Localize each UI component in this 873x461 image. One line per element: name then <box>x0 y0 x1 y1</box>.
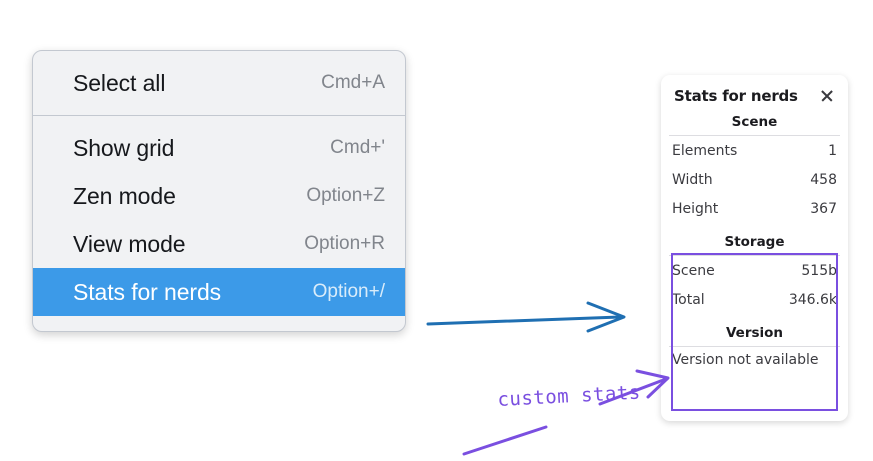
menu-item-shortcut: Option+/ <box>312 281 385 302</box>
section-heading-storage: Storage <box>724 234 785 250</box>
stat-key: Width <box>672 171 713 188</box>
menu-item-label: Select all <box>73 69 166 96</box>
menu-item-shortcut: Cmd+' <box>330 137 385 158</box>
section-divider <box>669 135 840 136</box>
stat-key: Scene <box>672 262 715 279</box>
menu-item-show-grid[interactable]: Show grid Cmd+' <box>33 124 405 172</box>
stat-value: 515b <box>801 262 837 279</box>
menu-item-label: Stats for nerds <box>73 278 222 305</box>
menu-item-label: View mode <box>73 230 186 257</box>
menu-item-view-mode[interactable]: View mode Option+R <box>33 220 405 268</box>
menu-top-padding <box>33 51 405 59</box>
menu-item-select-all[interactable]: Select all Cmd+A <box>33 59 405 107</box>
menu-separator <box>33 115 405 116</box>
stat-row-storage-scene: Scene 515b <box>661 256 848 285</box>
menu-item-shortcut: Option+Z <box>306 185 385 206</box>
stats-panel-title: Stats for nerds <box>674 87 798 105</box>
stat-row-storage-total: Total 346.6k <box>661 285 848 314</box>
annotation-label-custom-stats: custom stats <box>497 381 642 411</box>
menu-item-shortcut: Cmd+A <box>321 72 385 93</box>
menu-item-shortcut: Option+R <box>304 233 385 254</box>
purple-underline-stroke <box>462 425 548 456</box>
menu-group-padding-2 <box>33 116 405 124</box>
context-menu: Select all Cmd+A Show grid Cmd+' Zen mod… <box>32 50 406 332</box>
menu-group-padding <box>33 107 405 115</box>
stat-row-elements: Elements 1 <box>661 136 848 165</box>
section-heading-scene: Scene <box>731 114 778 130</box>
stats-panel-header: Stats for nerds <box>661 75 848 105</box>
menu-bottom-padding <box>33 316 405 331</box>
close-icon[interactable] <box>818 87 836 105</box>
stat-value: 367 <box>810 200 837 217</box>
stat-key: Height <box>672 200 719 217</box>
menu-item-stats-for-nerds[interactable]: Stats for nerds Option+/ <box>33 268 405 316</box>
section-divider <box>669 255 840 256</box>
stat-key: Elements <box>672 142 738 159</box>
stat-key: Total <box>672 291 705 308</box>
blue-arrow <box>426 301 626 333</box>
menu-item-label: Zen mode <box>73 182 176 209</box>
menu-item-zen-mode[interactable]: Zen mode Option+Z <box>33 172 405 220</box>
stat-row-width: Width 458 <box>661 165 848 194</box>
stats-for-nerds-panel: Stats for nerds Scene Elements 1 Width 4… <box>661 75 848 421</box>
section-heading-version: Version <box>725 325 784 341</box>
menu-item-label: Show grid <box>73 134 175 161</box>
stat-value: 1 <box>828 142 837 159</box>
stat-row-height: Height 367 <box>661 194 848 223</box>
stat-value: 346.6k <box>788 291 837 308</box>
section-divider <box>669 346 840 347</box>
version-note: Version not available <box>672 352 819 368</box>
stat-value: 458 <box>810 171 837 188</box>
